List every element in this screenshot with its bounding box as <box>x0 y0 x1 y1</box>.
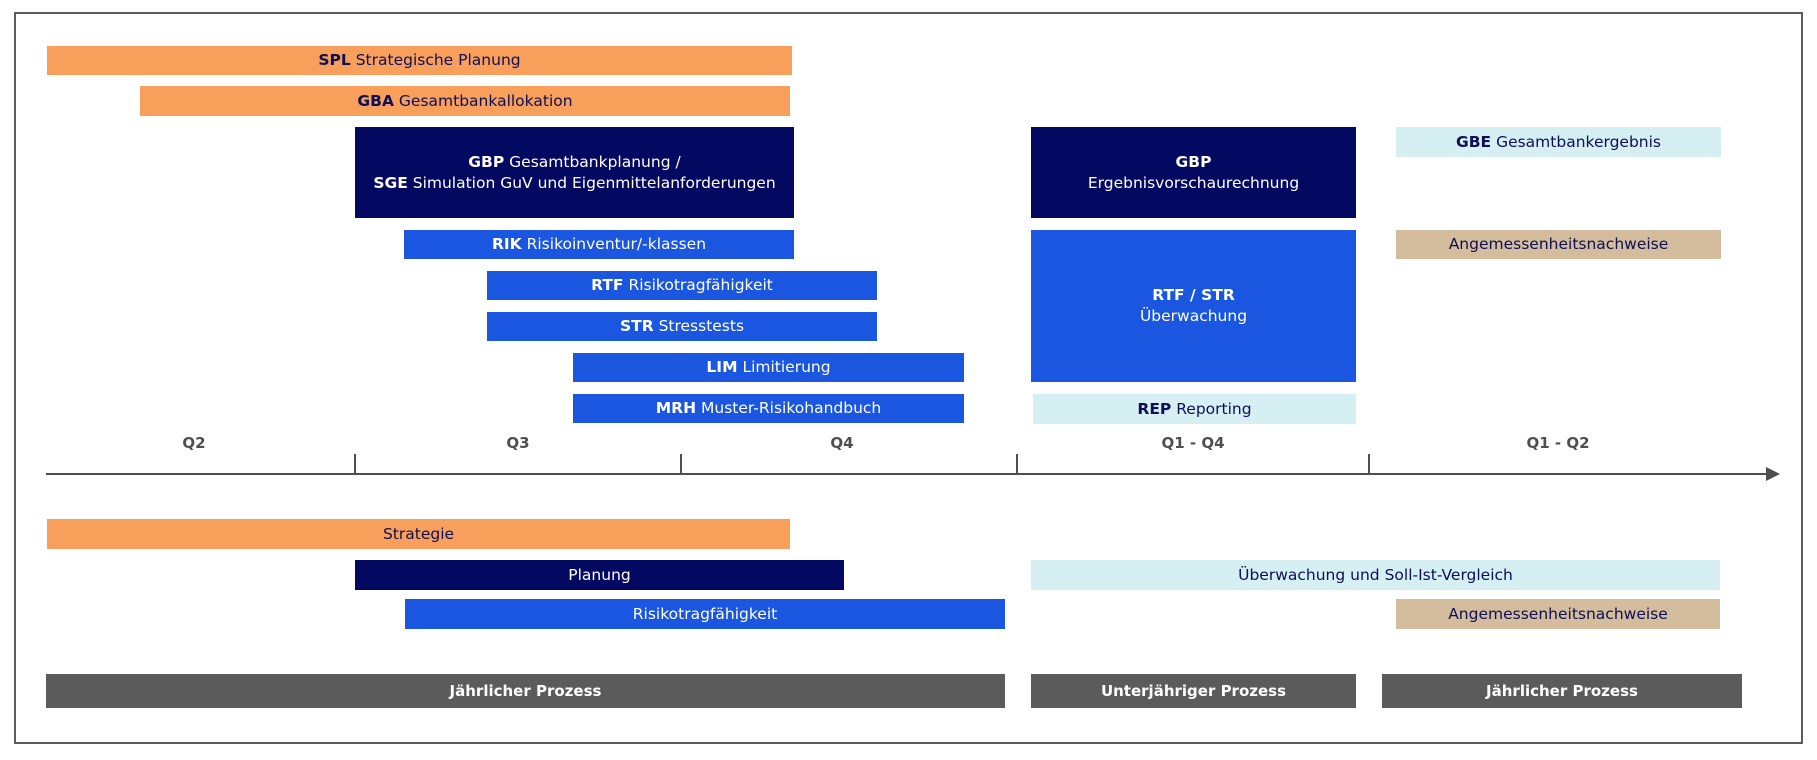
process-bar-jaehrlich-1: Jährlicher Prozess <box>46 674 1005 708</box>
gbe-code: GBE <box>1456 132 1492 151</box>
timeline-label-q4: Q4 <box>830 434 854 452</box>
rep-label: Reporting <box>1176 399 1252 418</box>
timeline-arrow-icon <box>1766 467 1780 481</box>
timeline-label-q1-q4: Q1 - Q4 <box>1161 434 1225 452</box>
rik-label: Risikoinventur/-klassen <box>526 235 707 254</box>
timeline-label-q3: Q3 <box>506 434 530 452</box>
mrh-code: MRH <box>655 399 697 418</box>
rtf-str-bar: RTF / STR Überwachung <box>1031 230 1356 382</box>
rtfstr-label: Überwachung <box>1139 307 1248 325</box>
gbp-code: GBP <box>468 152 505 171</box>
rik-bar: RIK Risikoinventur/-klassen <box>404 230 794 259</box>
angemessen-top-bar: Angemessenheitsnachweise <box>1396 230 1721 259</box>
planung-label: Planung <box>568 565 631 584</box>
planung-bar: Planung <box>355 560 844 590</box>
lim-label: Limitierung <box>742 358 831 377</box>
rtf-label: Risikotragfähigkeit <box>628 276 773 295</box>
str-code: STR <box>619 317 654 336</box>
risikotragfaehigkeit-bar: Risikotragfähigkeit <box>405 599 1005 629</box>
process-label-jaehrlich-2: Jährlicher Prozess <box>1486 681 1638 700</box>
str-bar: STR Stresstests <box>487 312 877 341</box>
gbp2-code: GBP <box>1175 152 1212 171</box>
timeline-tick <box>1016 454 1018 473</box>
spl-label: Strategische Planung <box>355 51 521 70</box>
rtfstr-code: RTF / STR <box>1152 286 1235 305</box>
strategie-bar: Strategie <box>47 519 790 549</box>
spl-bar: SPL Strategische Planung <box>47 46 792 75</box>
gba-bar: GBA Gesamtbankallokation <box>140 86 790 116</box>
risikotragfaehigkeit-label: Risikotragfähigkeit <box>632 604 778 623</box>
rik-code: RIK <box>491 235 522 254</box>
timeline-tick <box>1368 454 1370 473</box>
lim-code: LIM <box>706 358 738 377</box>
angemessen-top-label: Angemessenheitsnachweise <box>1448 235 1669 254</box>
ueberwachung-bar: Überwachung und Soll-Ist-Vergleich <box>1031 560 1720 590</box>
strategie-label: Strategie <box>382 524 455 543</box>
ueberwachung-label: Überwachung und Soll-Ist-Vergleich <box>1238 565 1513 584</box>
gbe-label: Gesamtbankergebnis <box>1496 132 1661 151</box>
gbe-bar: GBE Gesamtbankergebnis <box>1396 127 1721 157</box>
lim-bar: LIM Limitierung <box>573 353 964 382</box>
gbp-label: Gesamtbankplanung / <box>509 152 681 171</box>
gbp-evr-bar: GBP Ergebnisvorschaurechnung <box>1031 127 1356 218</box>
angemessen-bottom-bar: Angemessenheitsnachweise <box>1396 599 1720 629</box>
spl-code: SPL <box>318 51 351 70</box>
rtf-bar: RTF Risikotragfähigkeit <box>487 271 877 300</box>
timeline-label-q2: Q2 <box>182 434 206 452</box>
mrh-bar: MRH Muster-Risikohandbuch <box>573 394 964 423</box>
diagram-frame <box>14 12 1803 744</box>
str-label: Stresstests <box>658 317 745 336</box>
sge-label: Simulation GuV und Eigenmittelanforderun… <box>412 173 776 192</box>
process-bar-unterjaehrig: Unterjähriger Prozess <box>1031 674 1356 708</box>
rep-bar: REP Reporting <box>1033 394 1356 424</box>
rep-code: REP <box>1137 399 1172 418</box>
angemessen-bottom-label: Angemessenheitsnachweise <box>1448 604 1668 623</box>
sge-code: SGE <box>373 173 408 192</box>
process-label-unterjaehrig: Unterjähriger Prozess <box>1100 681 1287 700</box>
timeline-tick <box>354 454 356 473</box>
rtf-code: RTF <box>591 276 624 295</box>
mrh-label: Muster-Risikohandbuch <box>701 399 882 418</box>
process-bar-jaehrlich-2: Jährlicher Prozess <box>1382 674 1742 708</box>
gba-label: Gesamtbankallokation <box>398 91 573 110</box>
timeline-label-q1-q2: Q1 - Q2 <box>1526 434 1590 452</box>
gbp2-label: Ergebnisvorschaurechnung <box>1087 173 1300 192</box>
timeline-axis <box>46 473 1776 475</box>
timeline-tick <box>680 454 682 473</box>
process-label-jaehrlich-1: Jährlicher Prozess <box>449 681 602 700</box>
gbp-sge-bar: GBP Gesamtbankplanung / SGE Simulation G… <box>355 127 794 218</box>
gba-code: GBA <box>357 91 394 110</box>
